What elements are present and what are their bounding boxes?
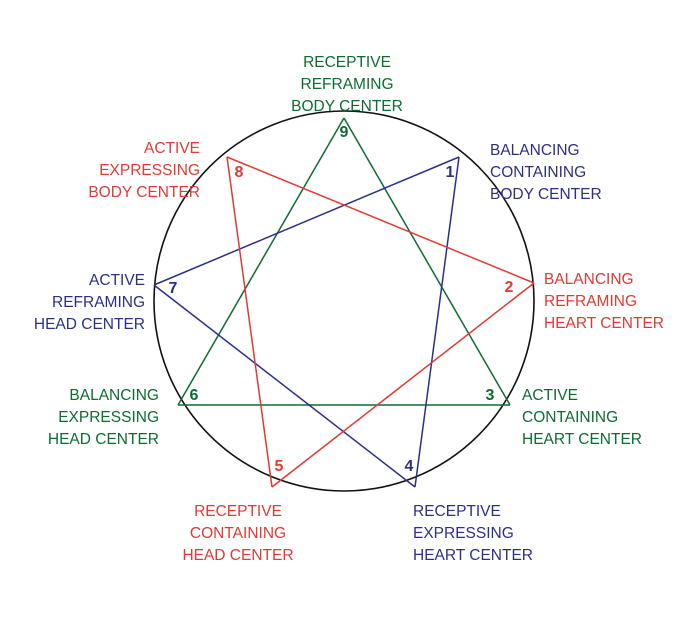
point-label-1-line-2: CONTAINING [490, 164, 586, 181]
point-label-8-line-3: BODY CENTER [88, 184, 200, 201]
point-label-1-line-1: BALANCING [490, 142, 580, 159]
point-label-5-line-2: CONTAINING [190, 525, 286, 542]
point-number-6: 6 [190, 387, 199, 404]
point-number-4: 4 [405, 458, 414, 475]
point-label-4-line-3: HEART CENTER [413, 547, 533, 564]
point-label-9-line-2: REFRAMING [301, 76, 394, 93]
connection-line-2-5 [271, 282, 535, 488]
point-number-7: 7 [169, 280, 178, 297]
point-label-5: RECEPTIVE CONTAINING HEAD CENTER [182, 503, 293, 564]
point-label-3-line-1: ACTIVE [522, 387, 578, 404]
point-number-8: 8 [235, 164, 244, 181]
point-number-9: 9 [340, 124, 349, 141]
point-label-8: ACTIVE EXPRESSING BODY CENTER [88, 140, 200, 201]
point-label-5-line-3: HEAD CENTER [182, 547, 293, 564]
point-label-6-line-3: HEAD CENTER [48, 431, 159, 448]
connection-line-1-4 [414, 156, 460, 488]
point-label-9: RECEPTIVE REFRAMING BODY CENTER [291, 54, 403, 115]
point-label-6-line-1: BALANCING [69, 387, 159, 404]
point-numbers: 9 1 2 3 4 5 6 7 8 [169, 124, 514, 475]
point-label-9-line-3: BODY CENTER [291, 98, 403, 115]
connection-line-9-3 [343, 117, 511, 406]
point-label-2: BALANCING REFRAMING HEART CENTER [544, 271, 664, 332]
point-label-7: ACTIVE REFRAMING HEAD CENTER [34, 272, 145, 333]
point-label-7-line-2: REFRAMING [52, 294, 145, 311]
point-number-2: 2 [505, 279, 514, 296]
point-label-3: ACTIVE CONTAINING HEART CENTER [522, 387, 642, 448]
point-label-4-line-1: RECEPTIVE [413, 503, 501, 520]
point-label-6: BALANCING EXPRESSING HEAD CENTER [48, 387, 159, 448]
point-label-4-line-2: EXPRESSING [413, 525, 514, 542]
point-label-5-line-1: RECEPTIVE [194, 503, 282, 520]
point-label-1: BALANCING CONTAINING BODY CENTER [490, 142, 602, 203]
point-label-7-line-3: HEAD CENTER [34, 316, 145, 333]
connection-line-4-7 [153, 284, 416, 488]
point-number-3: 3 [486, 387, 495, 404]
connection-lines [153, 117, 535, 488]
connection-line-7-1 [153, 156, 460, 286]
point-label-1-line-3: BODY CENTER [490, 186, 602, 203]
point-label-6-line-2: EXPRESSING [58, 409, 159, 426]
point-label-2-line-2: REFRAMING [544, 293, 637, 310]
point-number-5: 5 [275, 458, 284, 475]
connection-line-6-9 [177, 117, 345, 406]
point-label-3-line-2: CONTAINING [522, 409, 618, 426]
point-label-7-line-1: ACTIVE [89, 272, 145, 289]
point-label-2-line-1: BALANCING [544, 271, 634, 288]
point-label-4: RECEPTIVE EXPRESSING HEART CENTER [413, 503, 533, 564]
point-label-9-line-1: RECEPTIVE [303, 54, 391, 71]
outer-circle [153, 110, 535, 492]
point-label-8-line-1: ACTIVE [144, 140, 200, 157]
point-number-1: 1 [446, 164, 455, 181]
connection-line-8-2 [226, 156, 535, 284]
connection-line-5-8 [226, 156, 273, 488]
point-labels: RECEPTIVE REFRAMING BODY CENTER BALANCING CO… [34, 54, 664, 564]
point-label-3-line-3: HEART CENTER [522, 431, 642, 448]
point-label-2-line-3: HEART CENTER [544, 315, 664, 332]
point-label-8-line-2: EXPRESSING [99, 162, 200, 179]
